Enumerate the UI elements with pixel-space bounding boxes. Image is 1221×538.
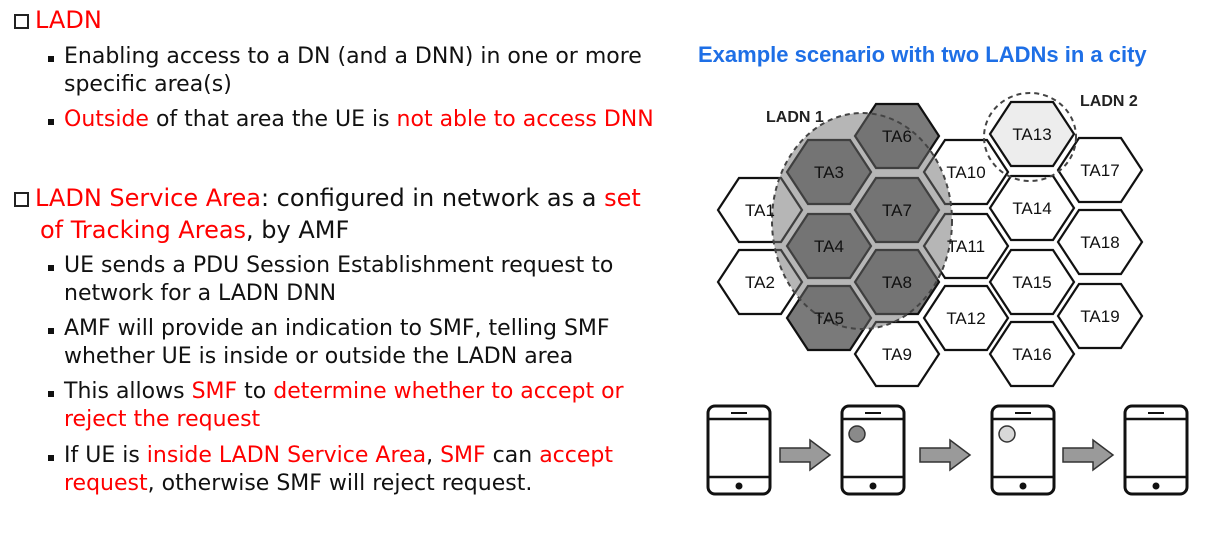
bullet-text: reject the request (64, 407, 261, 432)
ladn2-label: LADN 2 (1080, 93, 1138, 110)
phone-icon (990, 404, 1056, 496)
hex-label-ta19: TA19 (1080, 307, 1119, 326)
hex-label-ta6: TA6 (882, 127, 912, 146)
ue-location-dot-icon (848, 425, 866, 443)
bullet-icon (48, 455, 54, 461)
hex-label-ta10: TA10 (946, 163, 985, 182)
right-arrow-icon (1062, 438, 1115, 472)
hex-cell-ta17 (1056, 136, 1144, 204)
hex-label-ta3: TA3 (814, 163, 844, 182)
checkbox-bullet-icon (14, 14, 29, 29)
bullet-text: specific area(s) (64, 72, 232, 97)
bullet-text: Enabling access to a DN (and a DNN) in o… (64, 44, 642, 69)
diagram-title: Example scenario with two LADNs in a cit… (698, 42, 1147, 67)
hex-cell-ta9 (853, 320, 941, 388)
hex-label-ta5: TA5 (814, 309, 844, 328)
hex-cell-ta18 (1056, 208, 1144, 276)
hex-cell-ta12 (922, 284, 1010, 352)
phone-icon (1123, 404, 1189, 496)
bullet-text: request, otherwise SMF will reject reque… (64, 471, 533, 496)
hex-label-ta12: TA12 (946, 309, 985, 328)
bullet-text: This allows SMF to determine whether to … (64, 379, 624, 404)
hex-cell-ta16 (988, 320, 1076, 388)
bullet-icon (48, 391, 54, 397)
hex-label-ta15: TA15 (1012, 273, 1051, 292)
checkbox-bullet-icon (14, 192, 29, 207)
bullet-icon (48, 265, 54, 271)
hex-label-ta9: TA9 (882, 345, 912, 364)
hex-label-ta4: TA4 (814, 237, 844, 256)
heading-ladn-service-area-cont: of Tracking Areas, by AMF (40, 216, 350, 244)
phone-icon (840, 404, 906, 496)
ladn2-service-area (983, 92, 1077, 182)
bullet-text: Outside of that area the UE is not able … (64, 107, 654, 132)
right-arrow-icon (779, 438, 832, 472)
hex-label-ta11: TA11 (947, 237, 985, 256)
bullet-text: If UE is inside LADN Service Area, SMF c… (64, 443, 613, 468)
heading-ladn: LADN (14, 6, 102, 34)
hex-label-ta1: TA1 (745, 201, 775, 220)
hex-label-ta7: TA7 (882, 201, 912, 220)
bullet-text: whether UE is inside or outside the LADN… (64, 344, 574, 369)
hex-cell-ta19 (1056, 282, 1144, 350)
hex-label-ta8: TA8 (882, 273, 912, 292)
phone-icon (706, 404, 772, 496)
hex-label-ta18: TA18 (1080, 233, 1119, 252)
hex-cell-ta13 (988, 100, 1076, 168)
bullet-icon (48, 119, 54, 125)
ue-location-dot-icon (998, 425, 1016, 443)
heading-ladn-service-area: LADN Service Area: configured in network… (14, 184, 641, 212)
hex-label-ta2: TA2 (745, 273, 775, 292)
ladn1-service-area (771, 112, 953, 330)
hex-label-ta14: TA14 (1012, 199, 1051, 218)
right-arrow-icon (919, 438, 972, 472)
hex-label-ta17: TA17 (1080, 161, 1119, 180)
bullet-text: AMF will provide an indication to SMF, t… (64, 316, 610, 341)
hex-cell-ta15 (988, 248, 1076, 316)
bullet-text: UE sends a PDU Session Establishment req… (64, 253, 614, 278)
hex-label-ta16: TA16 (1012, 345, 1051, 364)
hex-label-ta13: TA13 (1012, 125, 1051, 144)
ladn1-label: LADN 1 (766, 109, 824, 126)
bullet-icon (48, 328, 54, 334)
bullet-text: network for a LADN DNN (64, 281, 337, 306)
bullet-icon (48, 56, 54, 62)
